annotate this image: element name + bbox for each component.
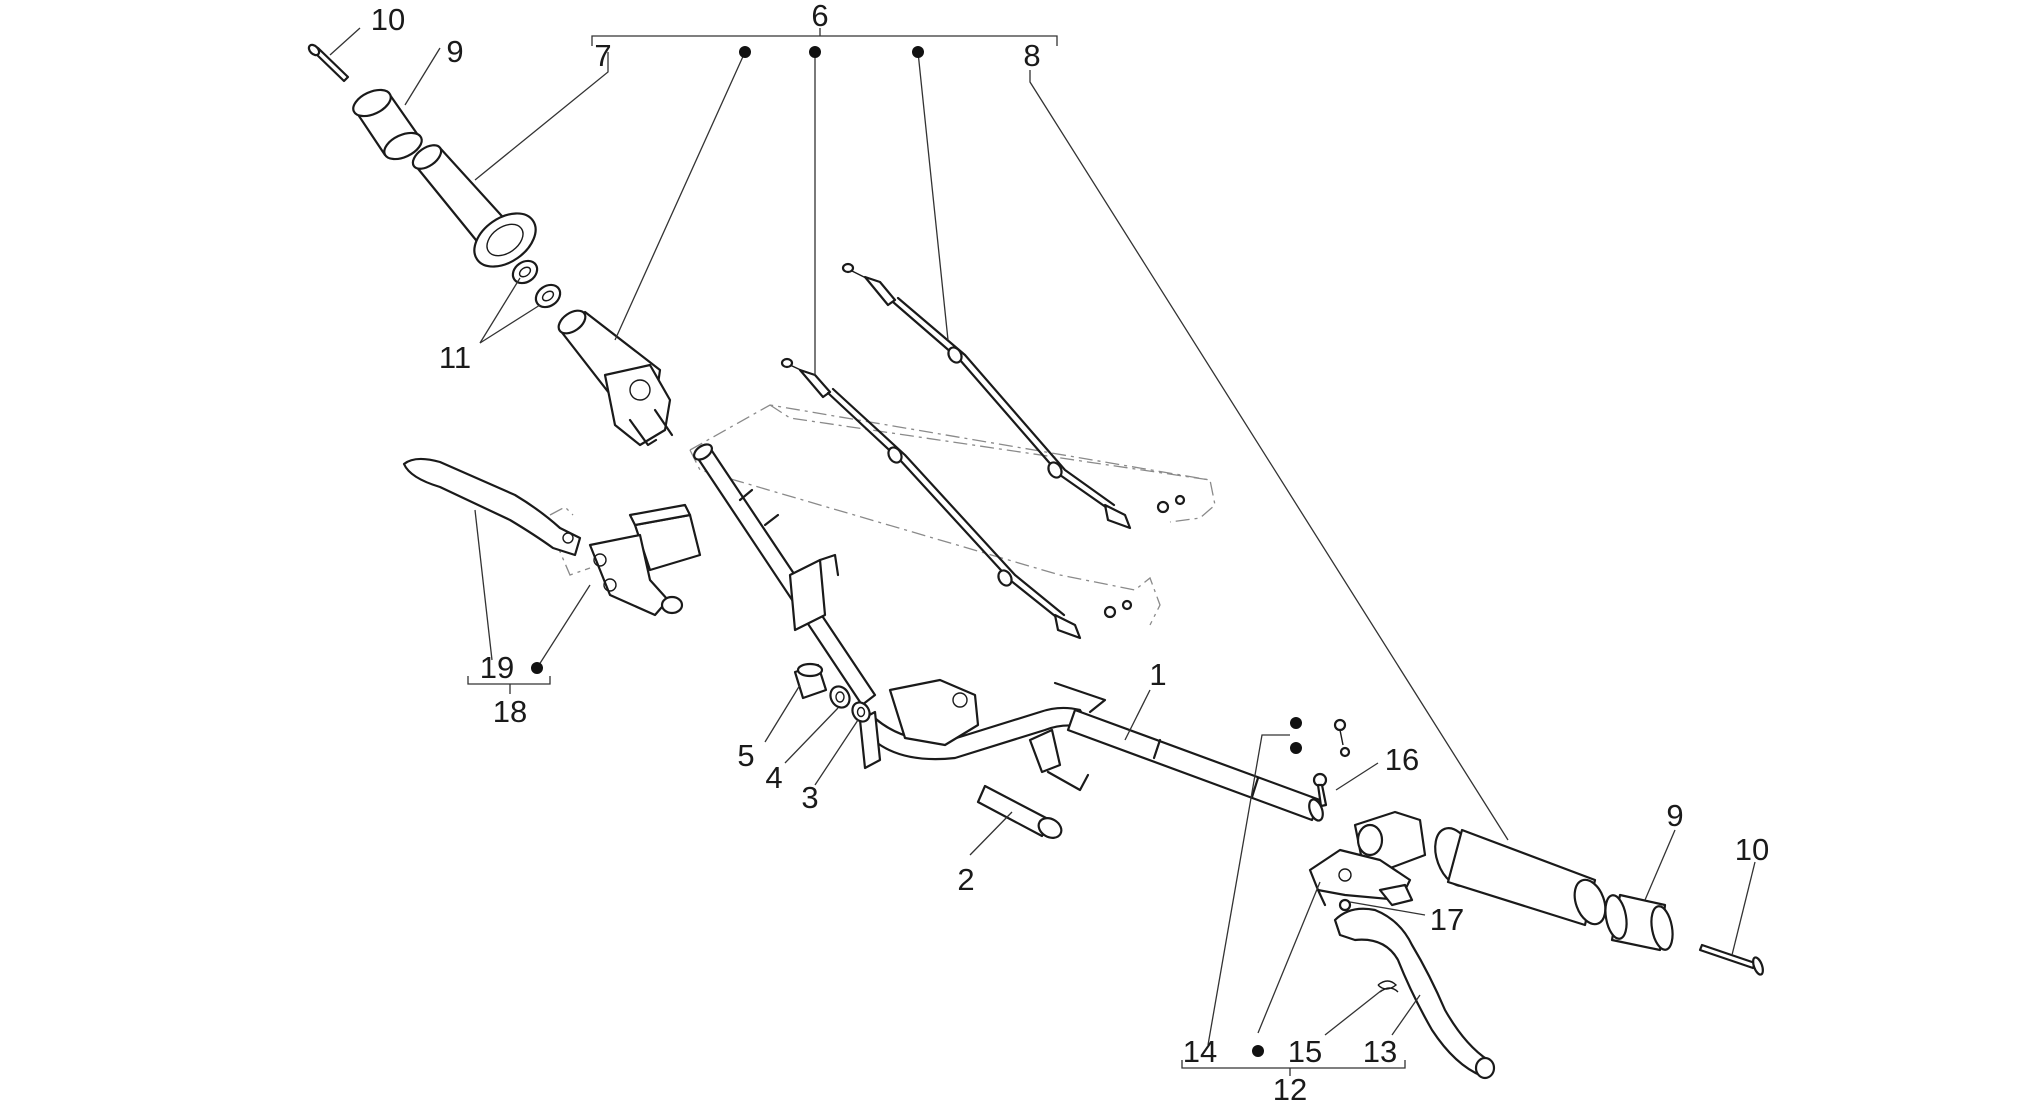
washer-4 <box>829 685 851 709</box>
grip-right <box>1434 827 1607 927</box>
screws-14 <box>1333 718 1351 758</box>
throttle-cable-lower <box>780 357 1133 640</box>
callout-10-right: 10 <box>1735 832 1769 867</box>
ref-dot <box>1252 1045 1264 1057</box>
bolt-2 <box>976 784 1063 839</box>
pivot-17 <box>1338 898 1352 912</box>
reference-dots <box>531 46 1302 1057</box>
callout-7: 7 <box>594 38 611 73</box>
callout-11: 11 <box>439 340 471 375</box>
callout-6: 6 <box>811 0 828 33</box>
leader-lines <box>329 27 1756 1076</box>
ref-dot <box>1290 717 1302 729</box>
master-cylinder-18 <box>588 503 702 617</box>
screw-10-left <box>307 43 350 83</box>
screw-16 <box>1312 772 1328 808</box>
washer-3 <box>851 701 871 723</box>
callout-18: 18 <box>493 694 527 729</box>
ref-dot <box>739 46 751 58</box>
screw-10-right <box>1698 943 1764 976</box>
bar-end-9-right <box>1604 893 1674 952</box>
ref-dot <box>912 46 924 58</box>
handlebar-tube <box>693 443 1324 822</box>
callout-5: 5 <box>737 738 754 773</box>
callout-2: 2 <box>957 862 974 897</box>
ref-dot <box>531 662 543 674</box>
grip-7-left <box>411 144 537 268</box>
lever-bracket <box>1308 848 1414 907</box>
callout-3: 3 <box>801 780 818 815</box>
callout-8: 8 <box>1023 38 1040 73</box>
callout-10-left: 10 <box>371 2 405 37</box>
callout-1: 1 <box>1149 657 1166 692</box>
switch-housing <box>1353 810 1427 872</box>
brake-lever-13 <box>1333 907 1496 1080</box>
callout-13: 13 <box>1363 1034 1397 1069</box>
callout-labels: 6 7 8 10 9 11 19 18 5 4 3 2 1 16 17 9 10… <box>371 0 1769 1104</box>
callout-4: 4 <box>765 760 782 795</box>
ref-dot <box>1290 742 1302 754</box>
throttle-grip <box>557 309 674 447</box>
ref-dot <box>809 46 821 58</box>
callout-12: 12 <box>1273 1072 1307 1104</box>
callout-16: 16 <box>1385 742 1419 777</box>
brake-lever-19 <box>402 457 582 557</box>
callout-19: 19 <box>480 650 514 685</box>
callout-9-right: 9 <box>1666 798 1683 833</box>
washers-11 <box>511 259 562 309</box>
bar-end-9-left <box>352 88 423 161</box>
callout-14: 14 <box>1183 1034 1217 1069</box>
nut-5 <box>793 662 828 700</box>
callout-15: 15 <box>1288 1034 1322 1069</box>
phantom-outlines <box>549 404 1216 626</box>
callout-9-left: 9 <box>446 34 463 69</box>
throttle-cable-upper <box>841 262 1186 530</box>
callout-17: 17 <box>1430 902 1464 937</box>
